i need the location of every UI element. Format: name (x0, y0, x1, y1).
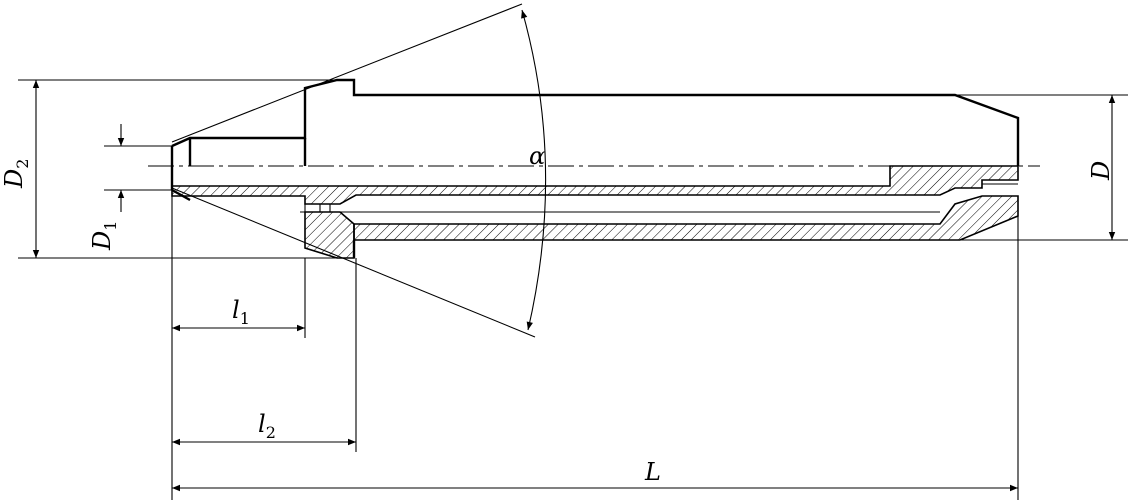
l1-label: l1 (232, 296, 250, 328)
d-dimension (955, 94, 1128, 241)
alpha-label: α (529, 142, 545, 170)
d1-dimension (104, 124, 172, 212)
d-label: D (1087, 161, 1115, 181)
l-label: L (644, 458, 661, 486)
d2-dimension (18, 79, 340, 259)
cone-angle-lines (171, 3, 547, 338)
inner-bore (300, 183, 1018, 258)
l2-label: l2 (258, 410, 276, 442)
extension-lines (171, 196, 1019, 500)
d2-label: D2 (0, 159, 32, 189)
d1-label: D1 (88, 221, 120, 251)
